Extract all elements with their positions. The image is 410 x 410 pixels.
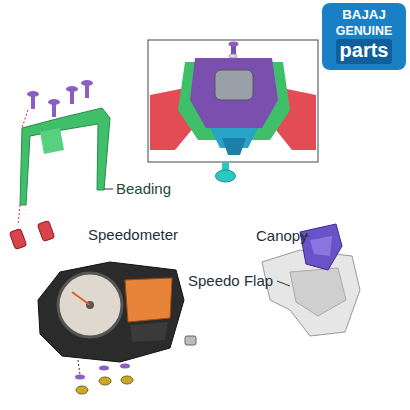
part-label: Canopy	[256, 227, 308, 245]
bolt	[216, 162, 236, 182]
logo-text: parts	[336, 39, 393, 64]
beading-frame	[18, 108, 110, 225]
part-label: Speedo Flap	[188, 272, 273, 290]
logo-text: BAJAJ	[322, 3, 406, 23]
grommets	[9, 220, 54, 249]
screws	[27, 80, 93, 117]
inset-view	[148, 40, 318, 162]
logo-text: GENUINE	[322, 23, 406, 39]
part-label: Beading	[116, 180, 171, 198]
part-label: Speedometer	[88, 226, 178, 244]
nuts	[75, 336, 196, 394]
speedometer-cluster	[38, 262, 184, 375]
logo-badge: BAJAJGENUINEparts	[322, 3, 406, 70]
